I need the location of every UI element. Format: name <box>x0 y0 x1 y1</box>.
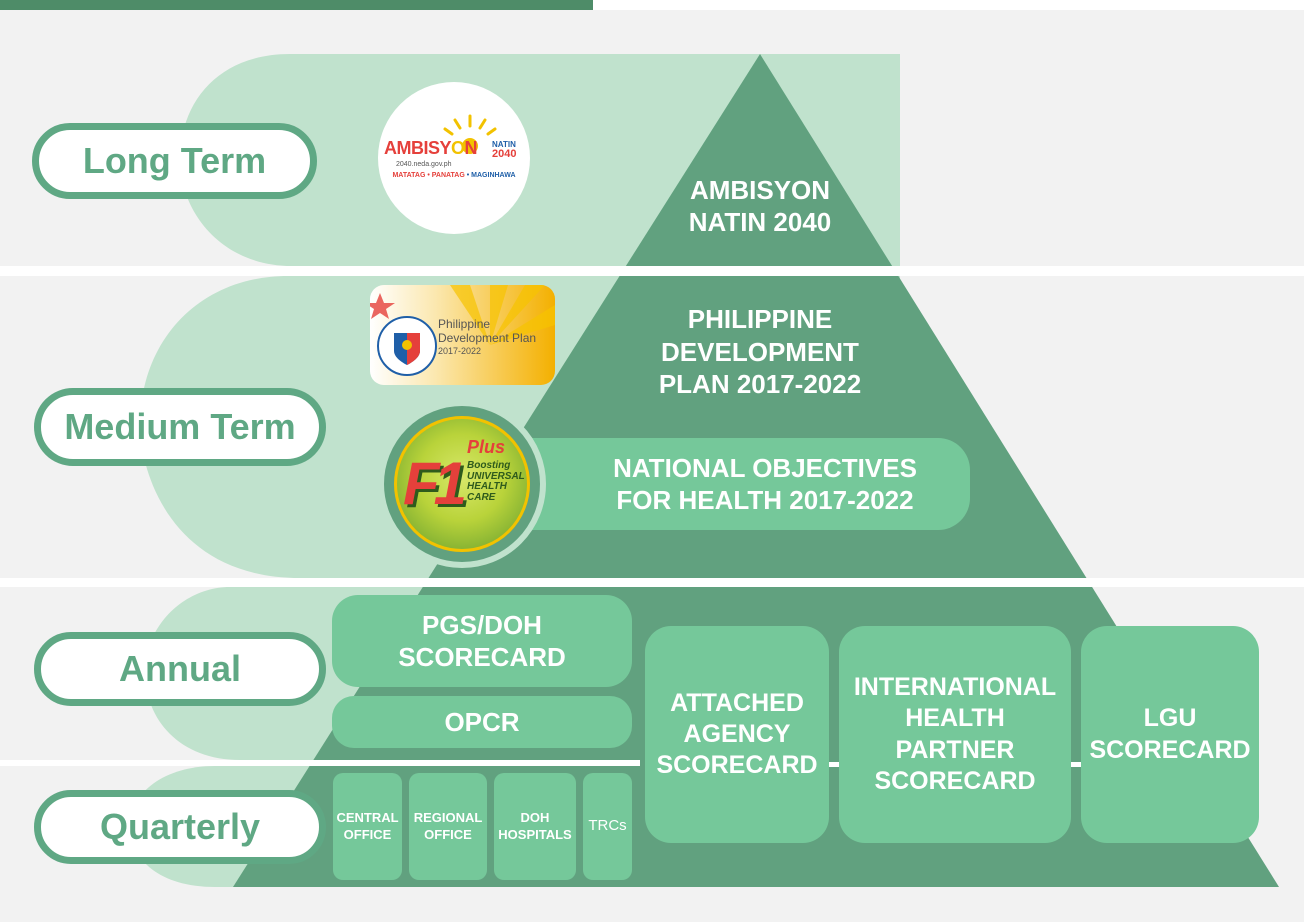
attached-line-2: AGENCY <box>683 719 791 748</box>
ihp-line-2: HEALTH <box>905 704 1005 733</box>
noh-line-1: NATIONAL OBJECTIVES <box>613 452 917 483</box>
regional-office-box: REGIONAL OFFICE <box>409 773 487 880</box>
noh-line-2: FOR HEALTH 2017-2022 <box>616 485 914 515</box>
ihp-line-4: SCORECARD <box>874 766 1036 795</box>
separator-2 <box>0 578 1304 587</box>
separator-1 <box>0 266 1304 276</box>
tier-label-annual: Annual <box>34 632 326 706</box>
tier-label-medium-term: Medium Term <box>34 388 326 466</box>
ihp-line-3: PARTNER <box>895 735 1015 764</box>
hospitals-line-1: DOH <box>520 809 550 825</box>
ambisyon-word: AMBISY <box>384 138 452 158</box>
connector-2 <box>1071 762 1081 767</box>
pgs-line-2: SCORECARD <box>398 642 566 672</box>
top-header-bar <box>0 0 593 10</box>
f1-caption: Boosting UNIVERSAL HEALTH CARE <box>467 460 525 503</box>
pdp-logo: Philippine Development Plan 2017-2022 <box>370 285 555 385</box>
tier-label-long-term: Long Term <box>32 123 317 199</box>
connector-1 <box>829 762 839 767</box>
ambisyon-tagline: MATATAG • PANATAG • MAGINHAWA <box>392 172 516 179</box>
hospitals-line-2: HOSPITALS <box>498 826 572 842</box>
ambisyon-text: AMBISYON NATIN 2040 <box>640 165 880 247</box>
attached-agency-scorecard-box: ATTACHED AGENCY SCORECARD <box>645 626 829 843</box>
ambisyon-line-1: AMBISYON <box>689 174 831 205</box>
central-line-2: OFFICE <box>343 826 392 842</box>
f1-plus-inner: F1 Plus Boosting UNIVERSAL HEALTH CARE <box>394 416 530 552</box>
ambisyon-natin: NATIN <box>492 140 516 149</box>
central-office-box: CENTRAL OFFICE <box>333 773 402 880</box>
pdp-line-2: DEVELOPMENT <box>661 336 859 367</box>
doh-hospitals-box: DOH HOSPITALS <box>494 773 576 880</box>
pdp-logo-line-3: 2017-2022 <box>438 345 482 356</box>
ambisyon-year: 2040 <box>492 148 517 160</box>
f1-mark: F1 <box>403 450 467 517</box>
ambisyon-logo: AMBISYON NATIN 2040 2040.neda.gov.ph MAT… <box>378 82 530 234</box>
lgu-line-2: SCORECARD <box>1089 735 1251 764</box>
pdp-line-1: PHILIPPINE <box>687 304 833 335</box>
international-health-partner-scorecard-box: INTERNATIONAL HEALTH PARTNER SCORECARD <box>839 626 1071 843</box>
f1-plus-logo: F1 Plus Boosting UNIVERSAL HEALTH CARE <box>378 400 546 568</box>
sunburst-icon <box>370 285 555 345</box>
seal-icon <box>377 316 437 376</box>
attached-line-1: ATTACHED <box>670 688 804 717</box>
ambisyon-n: N <box>464 138 478 158</box>
lgu-line-1: LGU <box>1143 704 1197 733</box>
lgu-scorecard-box: LGU SCORECARD <box>1081 626 1259 843</box>
noh-text: NATIONAL OBJECTIVES FOR HEALTH 2017-2022 <box>560 440 970 528</box>
pgs-line-1: PGS/DOH <box>422 609 542 640</box>
sun-rays-icon <box>443 114 497 154</box>
opcr-label: OPCR <box>444 706 520 737</box>
regional-line-2: OFFICE <box>424 826 472 842</box>
trcs-label: TRCs <box>588 817 627 835</box>
separator-3 <box>0 760 640 766</box>
pdp-logo-line-1: Philippine <box>438 317 491 331</box>
attached-line-3: SCORECARD <box>656 751 818 780</box>
f1-plus-text: Plus <box>467 437 506 457</box>
ambisyon-url: 2040.neda.gov.ph <box>396 161 452 168</box>
ambisyon-o: O <box>451 138 465 158</box>
regional-line-1: REGIONAL <box>413 809 483 825</box>
opcr-box: OPCR <box>332 696 632 748</box>
pdp-logo-line-2: Development Plan <box>438 330 537 345</box>
ambisyon-line-2: NATIN 2040 <box>688 207 832 237</box>
tier-label-quarterly: Quarterly <box>34 790 326 864</box>
pdp-logo-text: Philippine Development Plan 2017-2022 <box>438 317 537 356</box>
trcs-box: TRCs <box>583 773 632 880</box>
pdp-text: PHILIPPINE DEVELOPMENT PLAN 2017-2022 <box>590 291 930 413</box>
pdp-line-3: PLAN 2017-2022 <box>658 369 862 400</box>
ambisyon-wordmark: AMBISYON <box>384 138 494 159</box>
pgs-doh-scorecard-box: PGS/DOH SCORECARD <box>332 595 632 687</box>
central-line-1: CENTRAL <box>336 809 399 825</box>
ihp-line-1: INTERNATIONAL <box>853 673 1057 701</box>
